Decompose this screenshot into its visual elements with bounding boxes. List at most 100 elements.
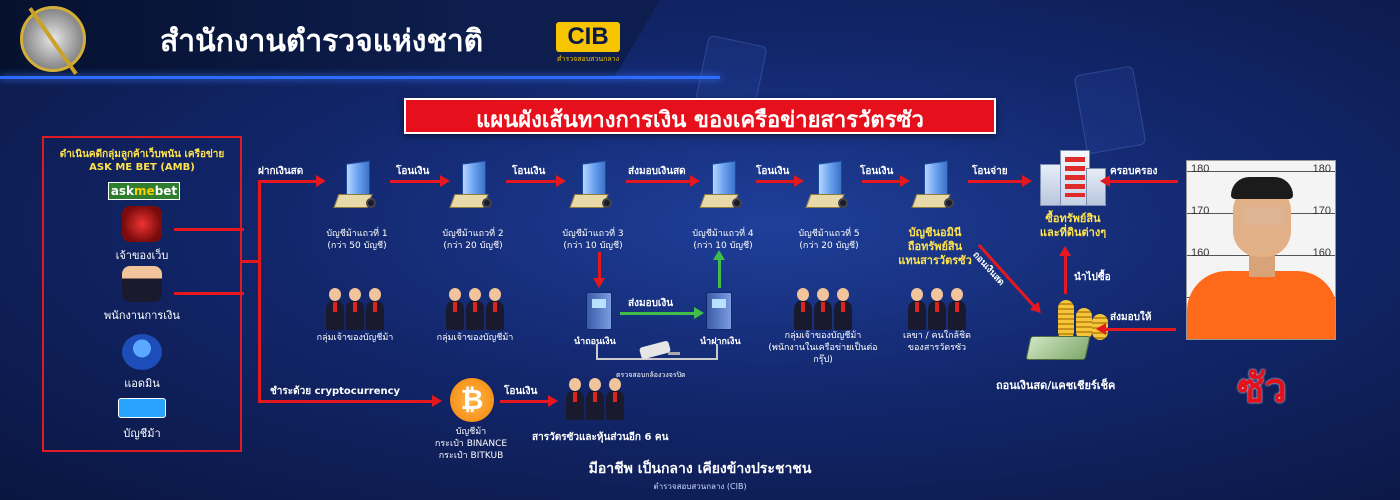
crypto-wallet-line-1: บัญชีม้า <box>455 427 487 437</box>
account-tier-1-count: (กว่า 50 บัญชี) <box>327 241 387 251</box>
connector-line <box>174 292 244 295</box>
account-tier-4: บัญชีม้าแถวที่ 4(กว่า 10 บัญชี) <box>668 228 778 252</box>
nominee-line-3: แทนสารวัตรซัว <box>898 254 972 267</box>
connector-trunk <box>258 180 261 402</box>
bank-building-icon <box>569 160 618 210</box>
group-4-label: เลขา / คนใกล้ชิดของสารวัตรซัว <box>882 330 992 354</box>
arrow-transfer-3 <box>756 175 804 187</box>
label-atm-withdraw: นำถอนเงิน <box>574 337 616 347</box>
scale-180-right: 180 <box>1312 163 1331 175</box>
agency-title: สำนักงานตำรวจแห่งชาติ <box>160 24 484 59</box>
scale-160-left: 160 <box>1191 247 1210 259</box>
label-transfer-1: โอนเงิน <box>396 166 430 177</box>
account-tier-1-name: บัญชีม้าแถวที่ 1 <box>326 229 388 239</box>
bank-building-icon <box>805 160 854 210</box>
bank-building-icon <box>333 160 382 210</box>
suspect-name: ซัว <box>1237 366 1287 412</box>
group-3-label: กลุ่มเจ้าของบัญชีม้า(พนักงานในเครือข่ายเ… <box>768 330 878 366</box>
suspect-mugshot: 180 180 170 170 160 160 150 150 <box>1186 160 1336 340</box>
cctv-line <box>716 344 718 360</box>
cib-logo: CIB <box>556 22 620 52</box>
arrow-transfer-1 <box>390 175 450 187</box>
label-atm-deposit: นำฝากเงิน <box>700 337 741 347</box>
casino-icon <box>122 206 162 242</box>
crypto-wallet-line-3: กระเป๋า BITKUB <box>438 451 504 461</box>
account-tier-2-name: บัญชีม้าแถวที่ 2 <box>442 229 504 239</box>
label-transfer-3: โอนเงิน <box>756 166 790 177</box>
label-crypto-transfer: โอนเงิน <box>504 386 538 397</box>
account-tier-3: บัญชีม้าแถวที่ 3(กว่า 10 บัญชี) <box>538 228 648 252</box>
left-item-finance-staff: พนักงานการเงิน <box>104 309 180 322</box>
background-card <box>1073 65 1147 155</box>
label-transfer-4: โอนเงิน <box>860 166 894 177</box>
arrow-deliver-cash <box>626 175 700 187</box>
connector-line <box>242 260 260 263</box>
footer-subtitle: ตำรวจสอบสวนกลาง (CIB) <box>653 482 747 491</box>
account-tier-5-count: (กว่า 20 บัญชี) <box>799 241 859 251</box>
account-tier-3-name: บัญชีม้าแถวที่ 3 <box>562 229 624 239</box>
headset-icon <box>122 334 162 370</box>
account-tier-5-name: บัญชีม้าแถวที่ 5 <box>798 229 860 239</box>
account-tier-5: บัญชีม้าแถวที่ 5 (กว่า 20 บัญชี) <box>774 228 884 252</box>
arrow-pay <box>968 175 1032 187</box>
scale-170-left: 170 <box>1191 205 1210 217</box>
group-4-sub: ของสารวัตรซัว <box>907 343 967 353</box>
property-building-icon <box>1040 150 1106 206</box>
label-crypto: ชำระด้วย cryptocurrency <box>270 386 401 397</box>
scale-160-right: 160 <box>1312 247 1331 259</box>
label-cash-cheque: ถอนเงินสด/แคชเชียร์เช็ค <box>996 379 1116 392</box>
arrow-deliver-atm <box>620 307 704 319</box>
header-bar <box>0 0 660 78</box>
left-panel-heading: ดำเนินคดีกลุ่มลูกค้าเว็บพนัน เครือข่าย A… <box>59 149 225 173</box>
label-deposit-cash: ฝากเงินสด <box>258 166 304 177</box>
people-group-icon <box>326 288 386 330</box>
partners-group-icon <box>566 378 626 420</box>
label-deliver-cash: ส่งมอบเงินสด <box>628 166 686 177</box>
bank-building-icon <box>911 160 960 210</box>
account-tier-1: บัญชีม้าแถวที่ 1 (กว่า 50 บัญชี) <box>302 228 412 252</box>
cashier-icon <box>122 266 162 302</box>
arrow-to-atm <box>593 252 605 288</box>
bitcoin-icon: ₿ <box>450 378 494 422</box>
group-3-sub: (พนักงานในเครือข่ายเป็นต่อกรุ๊ป) <box>768 343 878 365</box>
property-line-1: ซื้อทรัพย์สิน <box>1045 212 1101 225</box>
nominee-line-2: ถือทรัพย์สิน <box>907 240 963 253</box>
left-item-owner: เจ้าของเว็บ <box>115 249 169 262</box>
label-transfer-2: โอนเงิน <box>512 166 546 177</box>
arrow-buy <box>1059 246 1071 294</box>
group-2-label: กลุ่มเจ้าของบัญชีม้า <box>436 333 514 343</box>
police-seal-icon <box>20 6 86 72</box>
header-underline <box>0 76 720 79</box>
arrow-crypto <box>258 395 442 407</box>
scale-170-right: 170 <box>1312 205 1331 217</box>
footer-slogan: มีอาชีพ เป็นกลาง เคียงข้างประชาชน <box>588 461 812 477</box>
bank-building-icon <box>699 160 748 210</box>
arrow-hand-over <box>1104 328 1176 331</box>
cctv-camera-icon <box>640 342 680 364</box>
atm-withdraw-icon <box>586 292 612 330</box>
property-line-2: และที่ดินต่างๆ <box>1039 226 1107 239</box>
label-hand-over: ส่งมอบให้ <box>1110 312 1152 323</box>
arrow-transfer-4 <box>862 175 910 187</box>
arrow-transfer-2 <box>506 175 566 187</box>
title-banner <box>404 98 996 134</box>
nominee-line-1: บัญชีนอมินี <box>908 226 962 239</box>
atm-deposit-icon <box>706 292 732 330</box>
account-tier-4-name: บัญชีม้าแถวที่ 4 <box>692 229 754 239</box>
arrow-atm-to-account <box>713 250 725 288</box>
logo-text-ask: ask <box>110 184 135 198</box>
left-item-mule-account: บัญชีม้า <box>123 427 161 440</box>
label-cctv: ตรวจสอบกล้องวงจรปิด <box>616 371 686 379</box>
account-tier-2: บัญชีม้าแถวที่ 2 (กว่า 20 บัญชี) <box>418 228 528 252</box>
crypto-wallet-line-2: กระเป๋า BINANCE <box>434 439 508 449</box>
left-item-admin: แอดมิน <box>124 377 160 390</box>
property-assets: ซื้อทรัพย์สินและที่ดินต่างๆ <box>1018 212 1128 240</box>
connector-line <box>174 228 244 231</box>
group-4-name: เลขา / คนใกล้ชิด <box>902 331 972 341</box>
nominee-account: บัญชีนอมินีถือทรัพย์สินแทนสารวัตรซัว <box>880 226 990 268</box>
account-tier-2-count: (กว่า 20 บัญชี) <box>443 241 503 251</box>
people-group-icon <box>908 288 968 330</box>
askmebet-logo: askmebet <box>108 182 180 200</box>
arrow-crypto-transfer <box>500 395 558 407</box>
crypto-wallet: บัญชีม้ากระเป๋า BINANCE กระเป๋า BITKUB <box>416 426 526 462</box>
